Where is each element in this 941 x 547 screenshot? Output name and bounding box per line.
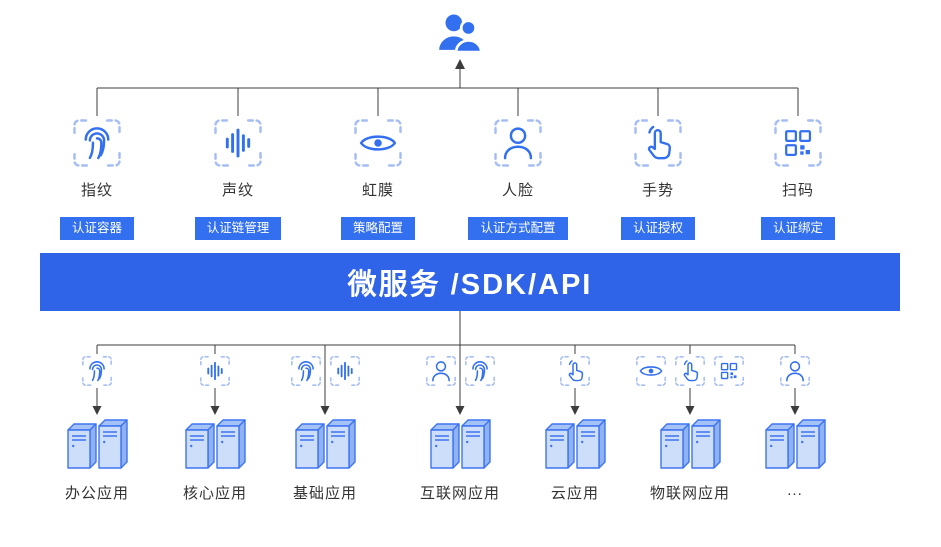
app-group-basic: 基础应用: [250, 354, 400, 503]
auth-badge: 认证容器: [59, 217, 134, 240]
auth-method-iris: 虹膜 策略配置: [298, 116, 458, 240]
auth-method-label: 人脸: [501, 182, 534, 199]
app-auth-icons: [720, 354, 870, 390]
sdk-banner: 微服务 /SDK/API: [40, 253, 900, 311]
auth-method-label: 虹膜: [361, 182, 394, 199]
users-icon: [437, 13, 483, 54]
app-group-cloud: 云应用: [500, 354, 650, 503]
server-icon: [67, 419, 128, 469]
app-label: 云应用: [550, 485, 599, 502]
face-icon: [494, 119, 542, 167]
app-auth-icons: [385, 354, 535, 390]
auth-badge-label: 认证绑定: [772, 221, 823, 235]
app-label: ...: [787, 482, 803, 499]
app-group-office: 办公应用: [22, 354, 172, 503]
auth-method-label: 手势: [641, 182, 674, 199]
fingerprint-icon: [73, 119, 121, 167]
app-label: 互联网应用: [419, 485, 500, 502]
auth-method-icon-wrap: [70, 116, 124, 170]
auth-method-icon-wrap: [491, 116, 545, 170]
gesture-icon: [558, 354, 592, 388]
server-icon: [545, 419, 606, 469]
auth-badge: 认证绑定: [760, 217, 835, 240]
qrcode-icon: [774, 119, 822, 167]
app-auth-icons: [250, 354, 400, 390]
auth-method-fingerprint: 指纹 认证容器: [17, 116, 177, 240]
server-icon: [295, 419, 356, 469]
app-label: 基础应用: [292, 485, 357, 502]
fingerprint-icon: [288, 354, 323, 388]
voiceprint-icon: [327, 354, 362, 388]
auth-method-label: 扫码: [781, 182, 814, 199]
auth-method-icon-wrap: [631, 116, 685, 170]
fingerprint-icon: [462, 354, 497, 388]
auth-method-face: 人脸 认证方式配置: [438, 116, 598, 240]
app-auth-icons: [22, 354, 172, 390]
app-label: 核心应用: [182, 485, 247, 502]
auth-method-icon-wrap: [771, 116, 825, 170]
auth-badge: 认证方式配置: [468, 217, 568, 240]
app-auth-icons: [500, 354, 650, 390]
auth-badge-label: 策略配置: [352, 221, 403, 235]
qrcode-icon: [712, 354, 746, 388]
auth-method-voiceprint: 声纹 认证链管理: [158, 116, 318, 240]
auth-badge: 认证链管理: [194, 217, 282, 240]
app-label: 物联网应用: [649, 485, 730, 502]
auth-method-gesture: 手势 认证授权: [578, 116, 738, 240]
server-icon: [185, 419, 246, 469]
auth-badge-label: 认证容器: [71, 221, 122, 235]
iris-icon: [354, 119, 402, 167]
auth-method-label: 声纹: [221, 182, 254, 199]
auth-method-label: 指纹: [80, 182, 113, 199]
auth-method-qrcode: 扫码 认证绑定: [718, 116, 878, 240]
server-icon: [430, 419, 491, 469]
server-icon: [765, 419, 826, 469]
fingerprint-icon: [80, 354, 114, 388]
sdk-banner-title: 微服务 /SDK/API: [347, 269, 593, 301]
app-group-more: ...: [720, 354, 870, 499]
voiceprint-icon: [198, 354, 232, 388]
face-icon: [423, 354, 458, 388]
app-group-core: 核心应用: [140, 354, 290, 503]
app-auth-icons: [140, 354, 290, 390]
gesture-icon: [673, 354, 707, 388]
auth-method-icon-wrap: [351, 116, 405, 170]
face-icon: [778, 354, 812, 388]
auth-badge-label: 认证方式配置: [480, 221, 556, 235]
auth-badge-label: 认证授权: [632, 221, 683, 235]
app-auth-icons: [615, 354, 765, 390]
auth-badge: 策略配置: [340, 217, 415, 240]
iris-icon: [634, 354, 668, 388]
auth-badge: 认证授权: [620, 217, 695, 240]
server-icon: [660, 419, 721, 469]
app-group-internet: 互联网应用: [385, 354, 535, 503]
auth-badge-label: 认证链管理: [206, 221, 270, 235]
app-label: 办公应用: [64, 485, 129, 502]
voiceprint-icon: [214, 119, 262, 167]
auth-method-icon-wrap: [211, 116, 265, 170]
app-group-iot: 物联网应用: [615, 354, 765, 503]
gesture-icon: [634, 119, 682, 167]
